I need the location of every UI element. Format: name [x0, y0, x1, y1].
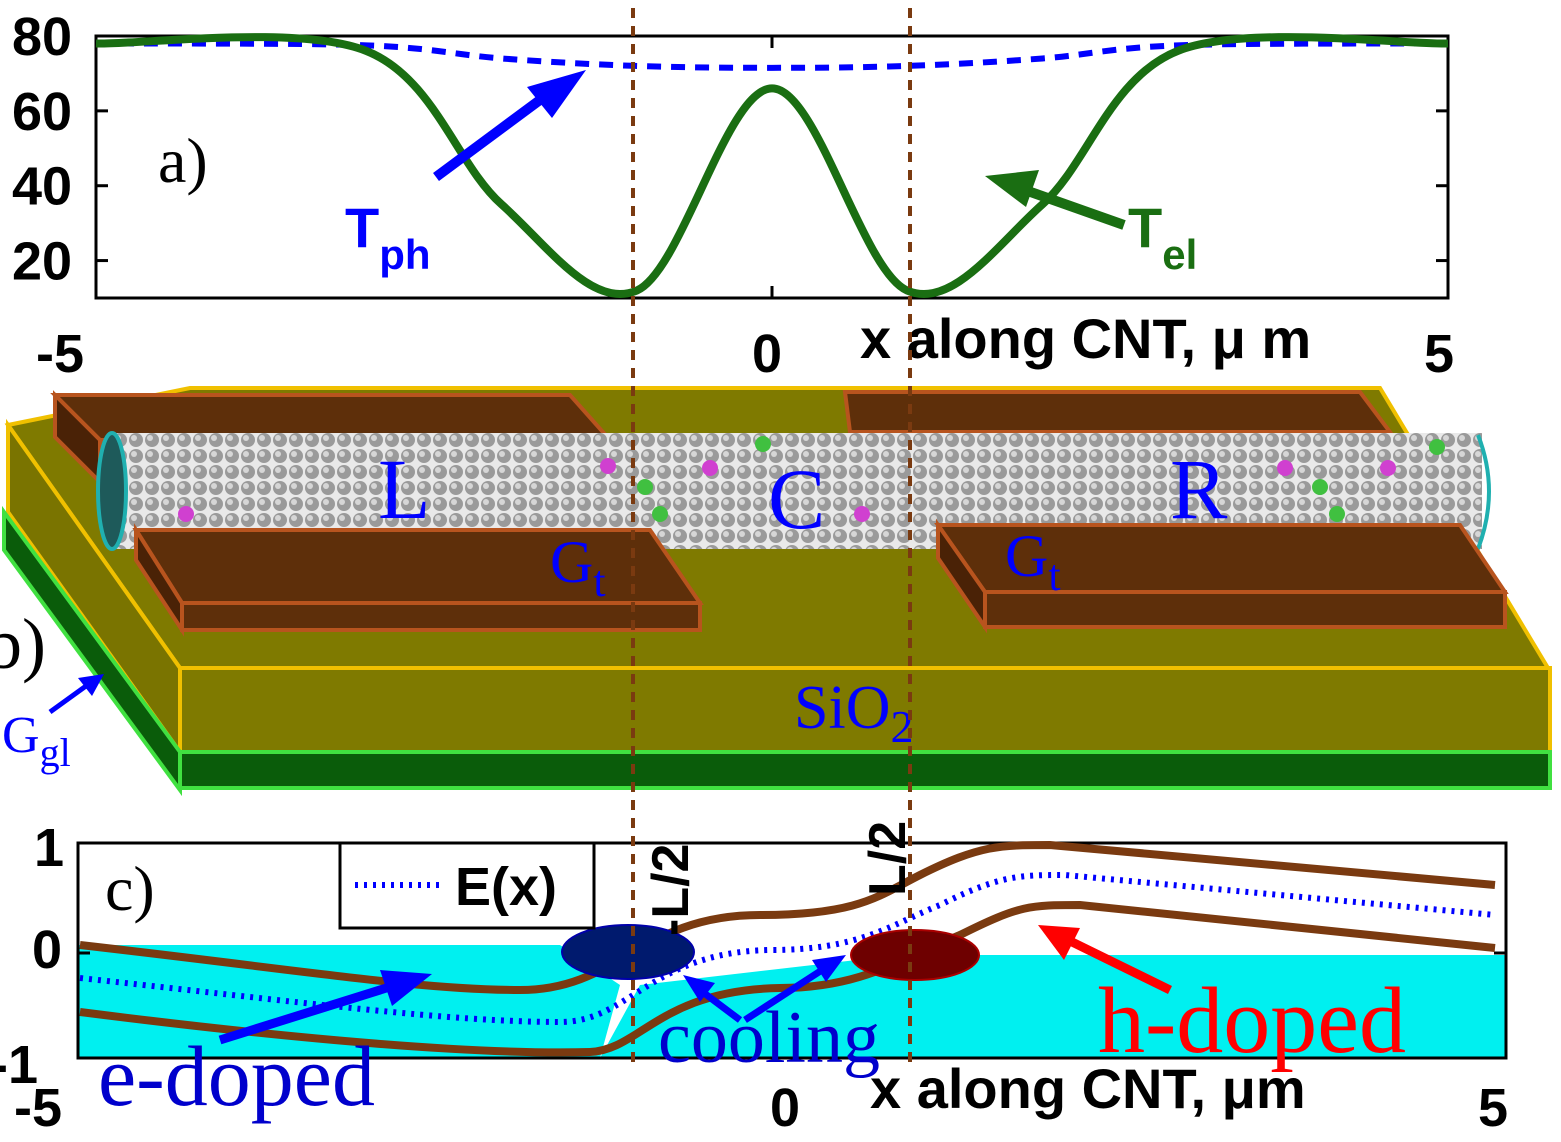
- y-tick-label-3: 20: [12, 232, 72, 292]
- tel-arrow-head: [985, 170, 1039, 207]
- y-tick-label-0: 80: [12, 7, 72, 67]
- tph-arrow-shaft: [433, 89, 551, 182]
- legend-label: E(x): [455, 857, 557, 917]
- electrode-front-left-top: [132, 528, 704, 605]
- ggl-arrow-shaft: [48, 683, 88, 715]
- dopant-atom: [600, 458, 616, 474]
- region-center-label: C: [768, 451, 825, 547]
- tph-arrow-head: [527, 70, 586, 118]
- panel-c-ticks: [78, 841, 1506, 1060]
- panel-c-label: c): [105, 853, 155, 924]
- h-doped-label: h-doped: [1098, 969, 1406, 1073]
- panel-c-x-tick-right: 5: [1478, 1078, 1508, 1138]
- region-right-label: R: [1170, 441, 1228, 537]
- panel-a-ticks: [96, 34, 1448, 298]
- panel-c-y-tick-1: 1: [34, 818, 64, 878]
- h-doped-arrow-shaft: [1066, 935, 1172, 995]
- panel-a-x-tick-left: -5: [36, 324, 84, 384]
- electrode-back-right: [842, 390, 1394, 434]
- dopant-atom: [1329, 506, 1345, 522]
- panel-a-label: a): [158, 125, 208, 196]
- y-tick-label-2: 40: [12, 157, 72, 217]
- electrode-front-right-front: [983, 590, 1507, 629]
- electrode-front-left-front: [180, 601, 702, 632]
- cooling-label: cooling: [658, 997, 880, 1079]
- panel-c-x-tick-left: -5: [14, 1078, 62, 1138]
- dopant-atom: [702, 460, 718, 476]
- panel-a-frame: [94, 34, 1450, 300]
- panel-a-x-axis-label: x along CNT, μ m: [860, 307, 1311, 370]
- panel-a-x-tick-mid: 0: [752, 324, 782, 384]
- panel-c-y-tick-neg1: -1: [0, 1035, 38, 1095]
- panel-b-label: b): [0, 604, 46, 684]
- tel-arrow-shaft: [1023, 185, 1126, 230]
- panel-c-x-tick-mid: 0: [770, 1078, 800, 1138]
- dopant-atom: [178, 506, 194, 522]
- gt-right-label: Gt: [1005, 523, 1061, 600]
- ggl-label: Ggl: [2, 707, 71, 775]
- marker-left-label: -L/2: [642, 844, 700, 936]
- dopant-atom: [755, 436, 771, 452]
- panel-a-x-tick-right: 5: [1424, 324, 1454, 384]
- ggl-arrow-head: [78, 674, 104, 696]
- panel-c-frame: [76, 841, 1508, 1060]
- marker-right-label: L/2: [859, 821, 917, 896]
- heating-spot-right: [850, 929, 980, 981]
- tph-label: Tph: [345, 196, 431, 278]
- nanotube-right-end: [1476, 434, 1491, 550]
- channel-gap: [822, 433, 918, 549]
- region-left-label: L: [378, 441, 431, 537]
- h-doped-arrow-head: [1038, 925, 1080, 960]
- y-tick-label-1: 60: [12, 82, 72, 142]
- tph-series-line: [95, 40, 1449, 71]
- panel-b: L C R Gt Gt SiO2 b) Ggl: [0, 386, 1552, 797]
- tel-series-line: [95, 33, 1449, 298]
- gt-left-label: Gt: [550, 529, 606, 606]
- nanotube-left-end: [96, 431, 128, 551]
- cooling-arrow-head-left: [683, 975, 715, 1002]
- dopant-atom: [652, 506, 668, 522]
- panel-c: E(x) c) 1 0 -1 -5 0 5 x along CNT, μm e-…: [0, 818, 1508, 1138]
- dopant-atom: [1277, 460, 1293, 476]
- dopant-atom: [637, 479, 653, 495]
- cooling-arrow-shaft-left: [697, 987, 743, 1023]
- valence-band: [79, 900, 1496, 1057]
- e-doped-arrow-head: [380, 970, 432, 1006]
- e-doped-label: e-doped: [98, 1028, 375, 1124]
- dopant-atom: [1380, 460, 1396, 476]
- panel-c-x-axis-label: x along CNT, μm: [870, 1057, 1306, 1120]
- back-gate-front: [178, 750, 1552, 790]
- dopant-atom: [1429, 439, 1445, 455]
- tel-label: Tel: [1128, 196, 1197, 278]
- e-doped-arrow-shaft: [218, 980, 398, 1045]
- cooling-arrow-shaft-right: [743, 967, 824, 1023]
- panel-a-y-tick-labels: 80 60 40 20: [12, 7, 72, 292]
- sio2-label: SiO2: [794, 674, 913, 752]
- cooling-arrow-head-right: [812, 955, 846, 982]
- dopant-atom: [1312, 479, 1328, 495]
- dopant-atoms: [178, 436, 1445, 522]
- panel-c-y-tick-0: 0: [32, 920, 62, 980]
- dopant-atom: [854, 506, 870, 522]
- cooling-spot-left: [561, 924, 695, 980]
